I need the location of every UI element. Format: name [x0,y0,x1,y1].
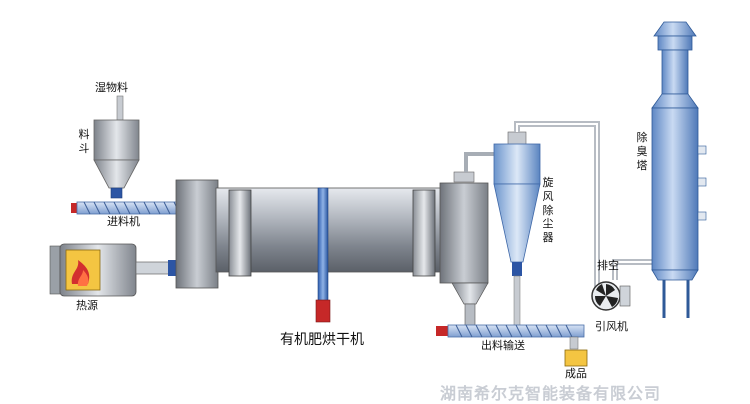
feeder-label: 进料机 [107,215,140,228]
discharge-conveyor [436,324,585,350]
hopper-label: 料斗 [78,128,90,155]
air-ducts [514,121,656,290]
exhaust-label: 排空 [597,259,619,272]
induced-fan-label: 引风机 [595,320,628,333]
cyclone-label: 旋风除尘器 [542,176,554,244]
discharge-hopper [451,171,489,327]
deodorizing-tower [651,21,707,318]
heat-source-furnace [49,243,181,297]
induced-draft-fan [591,281,631,311]
wet-material-label: 湿物料 [95,81,128,94]
discharge-conveyor-label: 出料输送 [481,339,525,352]
rotary-dryer-drum [175,179,489,323]
company-watermark: 湖南希尔克智能装备有限公司 [440,384,662,403]
hopper [93,95,140,199]
cyclone-dust-collector [464,131,541,329]
product-label: 成品 [565,367,587,380]
heat-source-label: 热源 [76,299,98,312]
deodorizing-tower-label: 除臭塔 [636,131,648,172]
dryer-label: 有机肥烘干机 [280,332,364,348]
feeder-conveyor [71,201,184,215]
product-bin [564,349,588,367]
